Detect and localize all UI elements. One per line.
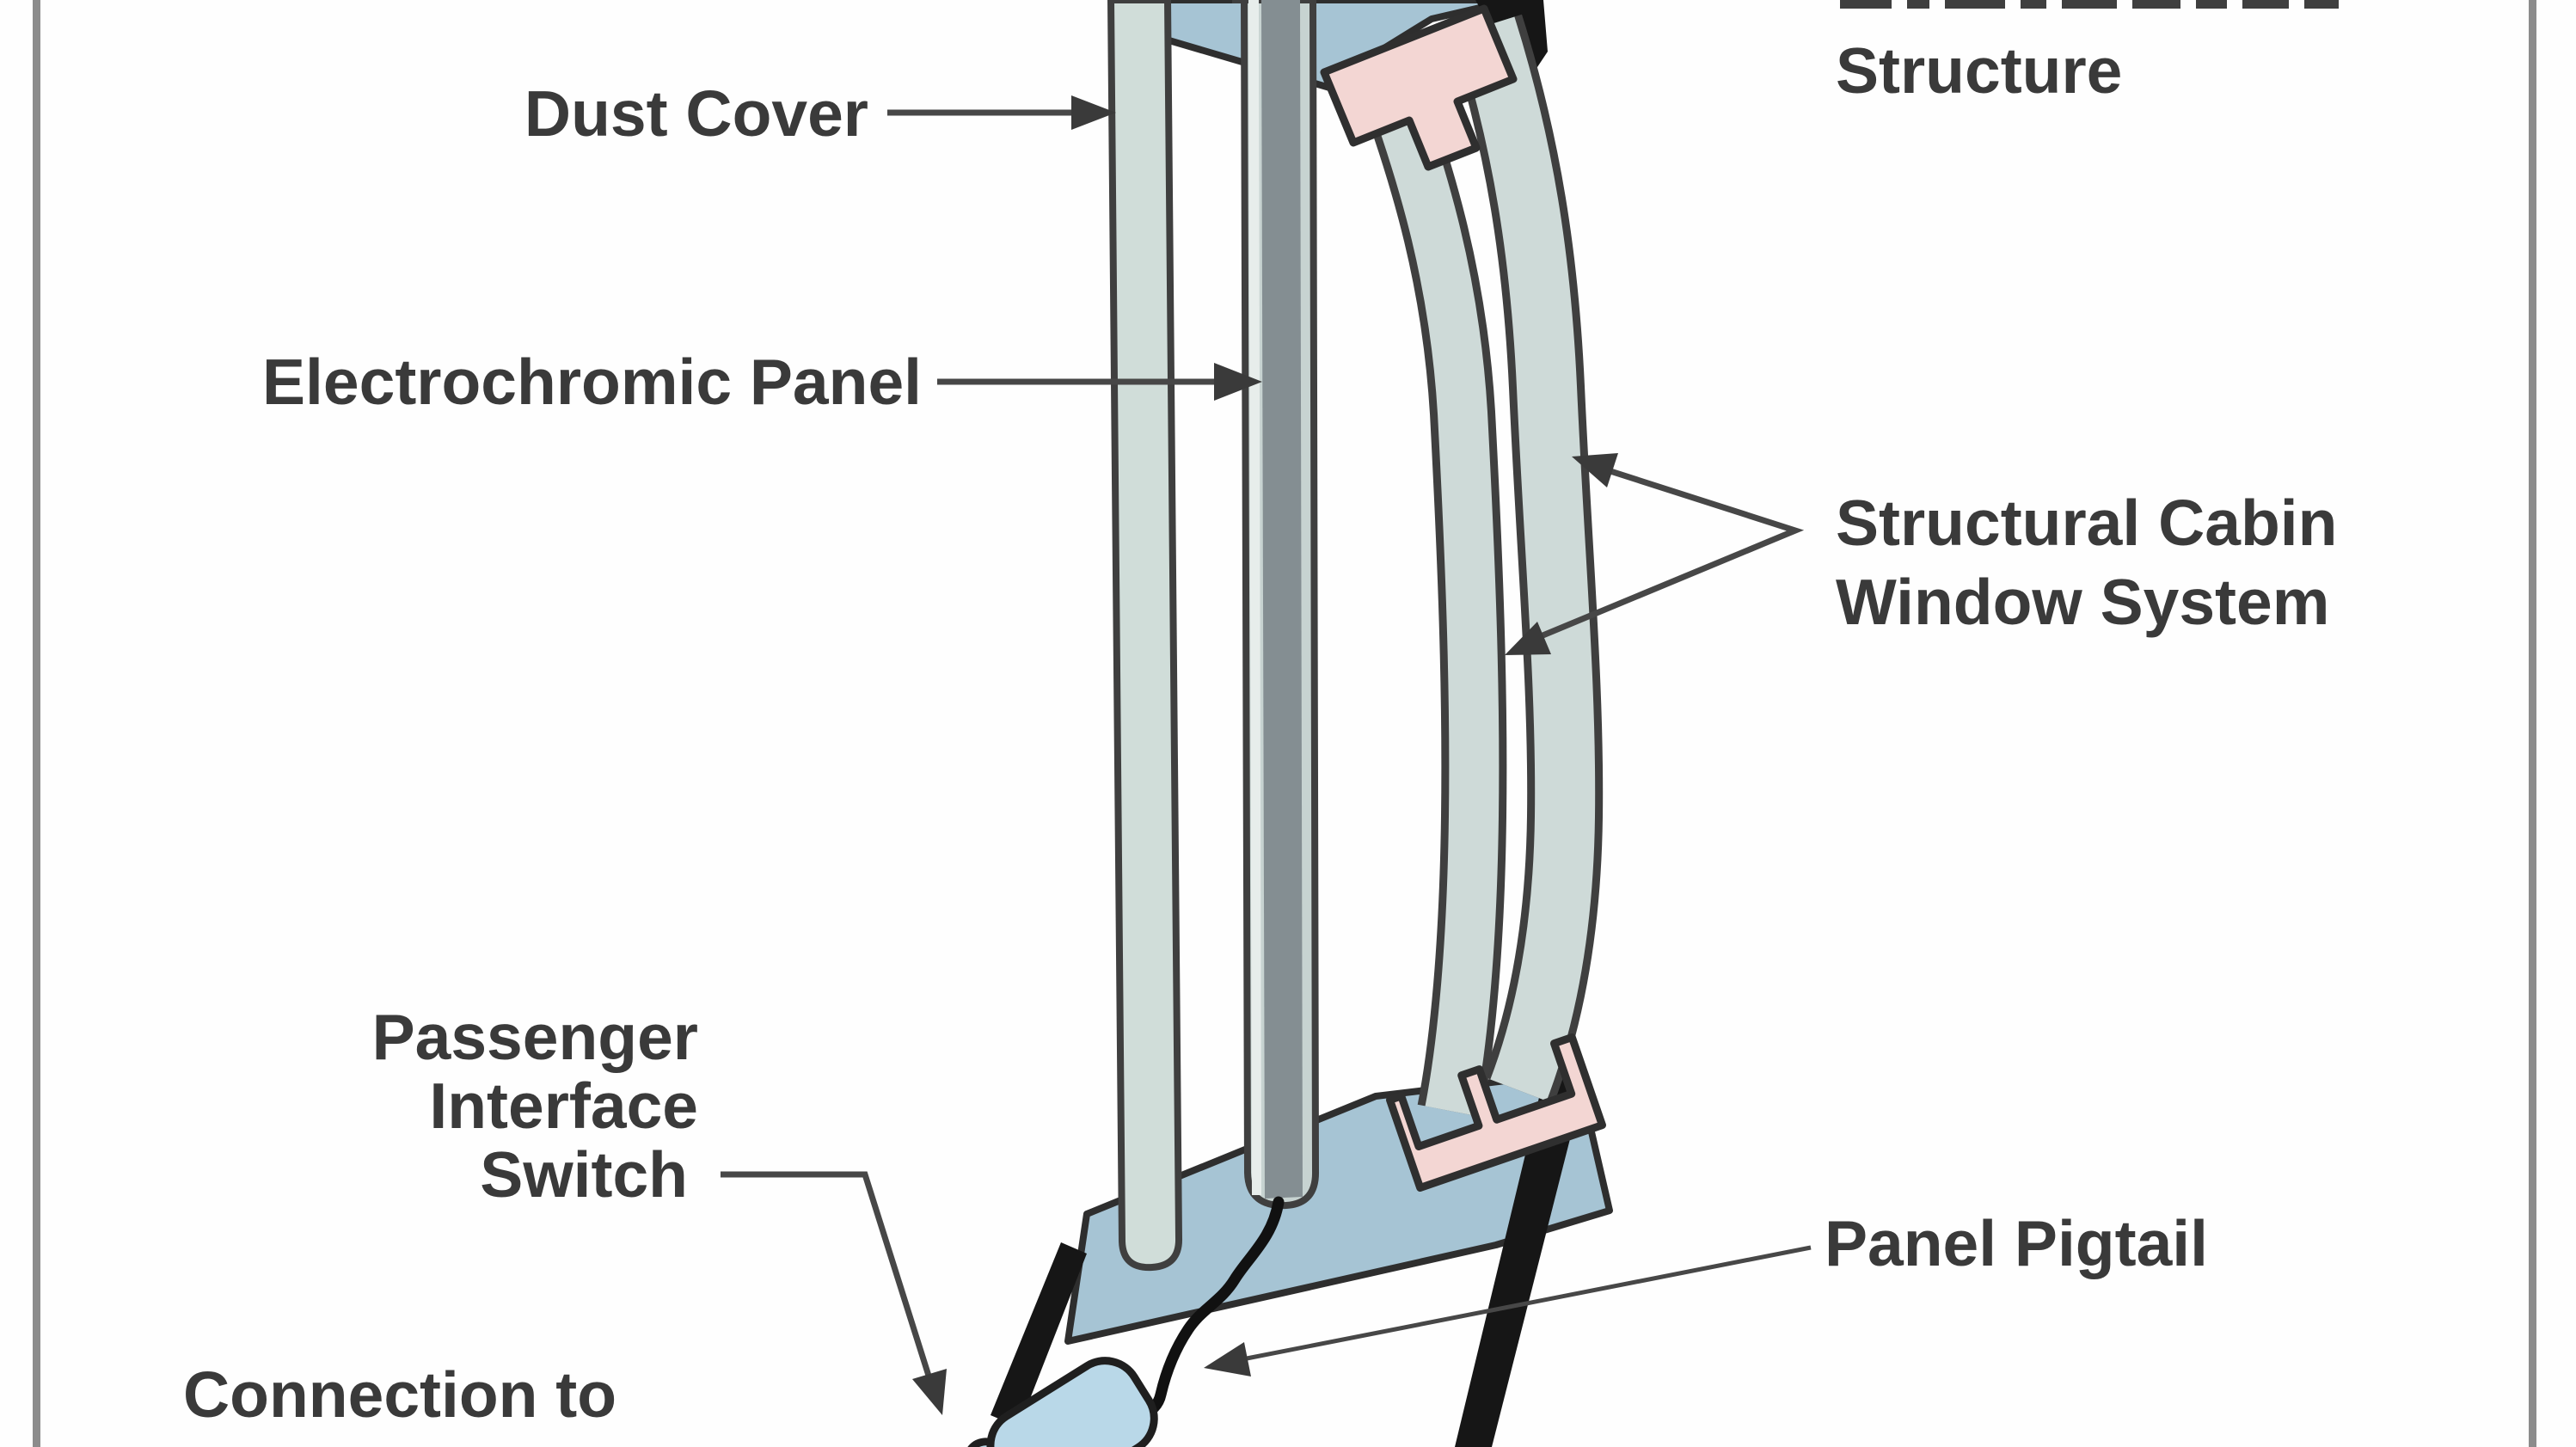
lower-pane-bracket xyxy=(1386,1033,1606,1193)
structure-cut-band-bottom-right xyxy=(1455,1062,1586,1447)
structural-window-arrowhead-lower xyxy=(1505,622,1551,655)
label-structure: Structure xyxy=(1836,34,2122,107)
label-electrochromic-panel: Electrochromic Panel xyxy=(262,346,922,418)
label-passenger-line2: Interface xyxy=(429,1070,698,1142)
upper-pane-bracket xyxy=(1320,4,1518,171)
label-dust-cover: Dust Cover xyxy=(524,77,868,150)
passenger-switch xyxy=(962,1357,1158,1447)
passenger-switch-leader xyxy=(721,1171,932,1377)
electrochromic-arrowhead xyxy=(1214,363,1262,401)
label-panel-pigtail: Panel Pigtail xyxy=(1825,1207,2208,1279)
electrochromic-panel-highlight xyxy=(1248,0,1261,1195)
structure-cut-band-bottom-left xyxy=(991,1242,1087,1427)
clipped-text-fragment xyxy=(1840,0,2339,9)
electrochromic-panel-core xyxy=(1261,0,1303,1199)
arrowheads xyxy=(912,95,1618,1415)
structural-window-arrowhead-upper xyxy=(1572,453,1618,487)
switch-lobe xyxy=(962,1438,1030,1447)
passenger-switch-arrowhead xyxy=(912,1369,947,1415)
structural-window-leaders xyxy=(1518,461,1805,648)
inner-window-pane xyxy=(1360,59,1500,1116)
label-passenger-line1: Passenger xyxy=(372,1001,698,1073)
outer-window-pane xyxy=(1457,16,1596,1101)
label-structural-cabin-window-line2: Window System xyxy=(1836,566,2329,638)
switch-body xyxy=(986,1357,1158,1447)
dust-cover-arrowhead xyxy=(1071,95,1116,130)
label-passenger-line3: Switch xyxy=(480,1138,688,1211)
panel-pigtail-leader xyxy=(1246,1245,1812,1361)
figure-border-left xyxy=(33,0,40,1447)
panel-pigtail-arrowhead xyxy=(1204,1342,1251,1376)
leader-lines xyxy=(721,109,1812,1377)
label-connection-to: Connection to xyxy=(183,1358,616,1431)
label-structural-cabin-window-line1: Structural Cabin xyxy=(1836,487,2337,559)
dust-cover-pane xyxy=(1107,0,1183,1272)
figure-border-right xyxy=(2529,0,2536,1447)
